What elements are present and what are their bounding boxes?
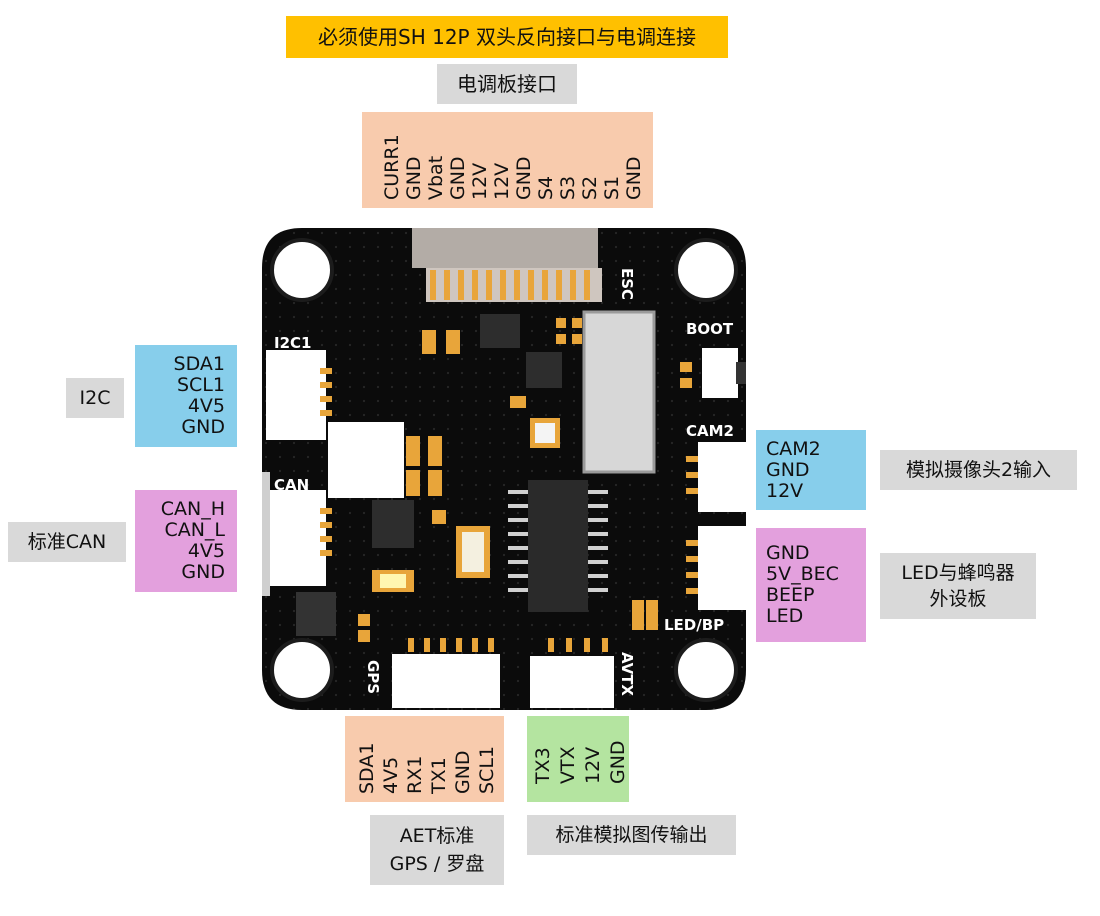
cam2-pin: CAM2	[766, 437, 821, 460]
led-pin: 5V_BEC	[766, 563, 839, 585]
can-pin: 4V5	[187, 540, 225, 562]
gps-label: AET标准 GPS / 罗盘	[370, 815, 504, 885]
sensor-chip	[526, 352, 562, 388]
silk-cam2: CAM2	[686, 422, 734, 440]
esc-pin: S1	[601, 175, 623, 200]
silk-gps: GPS	[364, 660, 382, 694]
esc-title: 电调板接口	[437, 64, 577, 104]
gps-label-line: GPS / 罗盘	[389, 853, 485, 875]
silk-i2c1: I2C1	[274, 334, 311, 352]
white-module	[328, 422, 404, 498]
esc-pin: S2	[579, 175, 601, 200]
esc-pin: CURR1	[381, 134, 403, 200]
boot-switch	[702, 348, 738, 398]
sensor-chip	[480, 314, 520, 348]
gps-pin: GND	[452, 750, 474, 794]
cam2-pin: 12V	[766, 479, 804, 502]
gps-pin: RX1	[404, 755, 426, 794]
mount-hole	[270, 638, 334, 702]
mount-hole	[674, 638, 738, 702]
silk-ledbp: LED/BP	[664, 616, 724, 634]
vtx-pin: 12V	[582, 746, 604, 784]
gps-pin: SDA1	[356, 742, 378, 794]
led-pin: GND	[766, 542, 810, 564]
led-pin: LED	[766, 605, 804, 627]
vtx-pin: GND	[607, 740, 629, 784]
i2c-pin: SCL1	[176, 374, 225, 396]
i2c-pins: SDA1 SCL1 4V5 GND	[135, 345, 237, 447]
can-pin: GND	[181, 561, 225, 583]
mount-hole	[674, 238, 738, 302]
can-pins: CAN_H CAN_L 4V5 GND	[135, 490, 237, 592]
cam2-label: 模拟摄像头2输入	[880, 450, 1077, 490]
mcu-chip	[528, 480, 588, 612]
mount-hole	[270, 238, 334, 302]
esc-pin: GND	[513, 156, 535, 200]
top-note: 必须使用SH 12P 双头反向接口与电调连接	[286, 16, 728, 58]
led-connector	[698, 526, 746, 610]
esc-pin: 12V	[469, 162, 491, 200]
led-label: LED与蜂鸣器 外设板	[880, 553, 1036, 619]
silk-esc: ESC	[618, 268, 636, 300]
silk-can: CAN	[274, 476, 309, 494]
cam2-connector	[698, 442, 746, 512]
led-pins: GND 5V_BEC BEEP LED	[756, 528, 866, 642]
i2c-pin: SDA1	[173, 353, 225, 375]
vtx-connector	[530, 656, 614, 708]
esc-pin: GND	[403, 156, 425, 200]
led-pin: BEEP	[766, 584, 815, 606]
esc-pin: S3	[557, 175, 579, 200]
can-connector	[266, 490, 326, 586]
vtx-pin: TX3	[532, 747, 554, 784]
gps-label-line: AET标准	[399, 825, 475, 847]
i2c-connector	[266, 350, 326, 440]
silk-boot: BOOT	[686, 320, 734, 338]
gps-connector	[392, 654, 500, 708]
gps-pin: 4V5	[380, 756, 402, 794]
inductor	[372, 500, 414, 548]
can-pin: CAN_H	[160, 498, 225, 520]
capacitor-module	[582, 310, 656, 474]
can-label: 标准CAN	[8, 522, 126, 562]
i2c-pin: 4V5	[187, 395, 225, 417]
esc-pin: GND	[447, 156, 469, 200]
gps-pin: SCL1	[476, 745, 498, 794]
esc-pin: 12V	[491, 162, 513, 200]
esc-pin: S4	[535, 175, 557, 200]
flight-controller-board: ESC BOOT I2C1 CAM2 CAN LED/BP GPS AVTX	[262, 228, 746, 710]
led-label-line: LED与蜂鸣器	[901, 562, 1015, 584]
esc-pin: GND	[623, 156, 645, 200]
cam2-pins: CAM2 GND 12V	[756, 430, 866, 510]
esc-connector	[412, 228, 598, 268]
can-pin: CAN_L	[164, 519, 225, 541]
gps-pin: TX1	[428, 757, 450, 794]
vtx-pin: VTX	[557, 746, 579, 784]
led-label-line: 外设板	[929, 588, 987, 610]
ic-small	[296, 592, 336, 636]
i2c-label: I2C	[66, 378, 124, 418]
vtx-label: 标准模拟图传输出	[527, 815, 736, 855]
cam2-pin: GND	[766, 458, 810, 481]
silk-avtx: AVTX	[618, 652, 636, 696]
esc-pin: Vbat	[425, 155, 447, 200]
i2c-pin: GND	[181, 416, 225, 438]
